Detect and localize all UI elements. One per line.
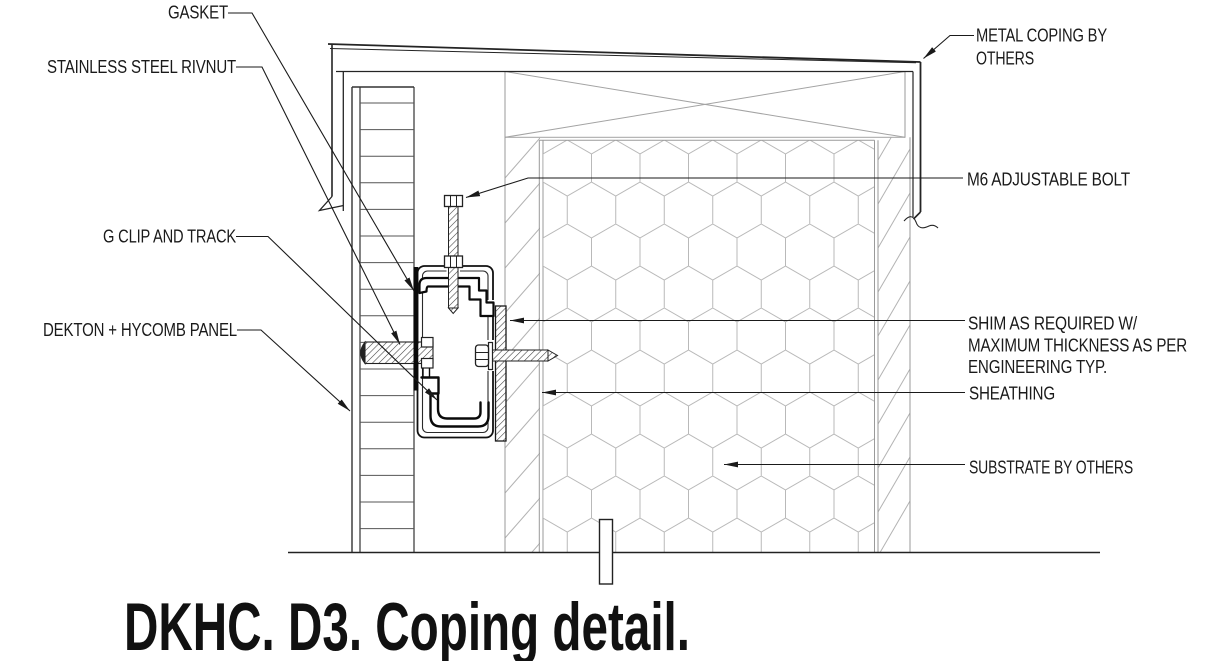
- bolt-head: [443, 194, 464, 208]
- label-shim-line1: SHIM AS REQUIRED W/: [968, 314, 1137, 334]
- label-metal-coping-line1: METAL COPING BY: [976, 26, 1107, 46]
- label-rivnut: STAINLESS STEEL RIVNUT: [47, 57, 236, 77]
- label-dekton-panel: DEKTON + HYCOMB PANEL: [43, 320, 237, 340]
- m6-adjustable-bolt: [443, 194, 464, 315]
- leader-lines: [228, 12, 974, 468]
- annotation-labels: GASKET STAINLESS STEEL RIVNUT G CLIP AND…: [43, 3, 1187, 478]
- leader-m6-bolt: [465, 177, 963, 199]
- rivnut-head: [360, 340, 366, 365]
- top-g-clip: [418, 276, 495, 318]
- label-substrate: SUBSTRATE BY OTHERS: [969, 458, 1133, 478]
- substrate-honeycomb: [539, 139, 875, 553]
- label-gasket: GASKET: [168, 3, 228, 23]
- sheathing-band-right: [874, 71, 911, 553]
- fixing-screw: [474, 341, 559, 371]
- panel-core-rungs: [360, 102, 414, 530]
- sheathing-band-left: [504, 71, 544, 553]
- leader-gasket: [228, 12, 415, 292]
- g-clip-track-assembly: [360, 194, 559, 442]
- label-m6-bolt: M6 ADJUSTABLE BOLT: [967, 170, 1130, 190]
- shim-plate: [494, 305, 507, 442]
- metal-coping: [317, 43, 939, 229]
- blocking-x-box: [504, 71, 906, 138]
- label-sheathing: SHEATHING: [969, 384, 1055, 404]
- label-metal-coping-line2: OTHERS: [976, 49, 1034, 69]
- clip-plate-upper: [420, 336, 434, 348]
- drawing-title: DKHC. D3. Coping detail.: [124, 589, 690, 661]
- leader-dekton: [237, 329, 351, 412]
- leader-g-clip: [236, 235, 438, 401]
- label-shim-line2: MAXIMUM THICKNESS AS PER: [968, 336, 1187, 356]
- gasket-strip: [413, 267, 419, 391]
- leader-metal-coping: [923, 34, 974, 59]
- dekton-panel: [351, 86, 415, 552]
- clip-plate-lower: [420, 357, 434, 369]
- screw-head: [474, 344, 490, 368]
- label-shim-line3: ENGINEERING TYP.: [968, 357, 1107, 377]
- bolt-nut: [443, 255, 464, 269]
- bottom-g-clip: [420, 367, 490, 428]
- break-mark: [598, 518, 614, 585]
- leader-rivnut: [236, 66, 401, 345]
- label-g-clip: G CLIP AND TRACK: [103, 227, 236, 247]
